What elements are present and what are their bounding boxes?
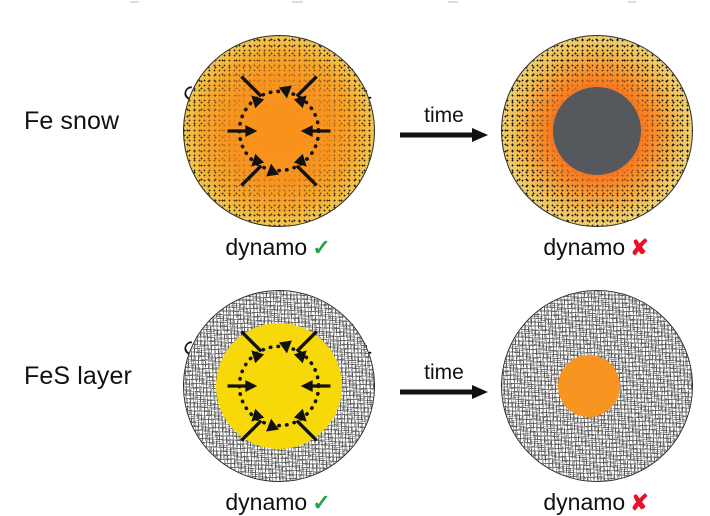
globe-body-fes-layer-late (501, 290, 693, 482)
small-orange-core (558, 355, 621, 417)
dynamo-check-icon: ✓ (312, 490, 331, 515)
loop-arrowhead-top (279, 85, 292, 99)
time-arrow-fe-snow: time (398, 104, 490, 142)
dynamo-cross-icon: ✘ (630, 490, 649, 515)
solid-inner-core (553, 87, 641, 175)
time-arrow-shaft (400, 128, 488, 142)
convection-flow-fe-snow-early (227, 75, 331, 187)
dynamo-caption-fe-snow-late: dynamo✘ (496, 234, 696, 261)
globe-fes-layer-late: dynamo✘ (496, 277, 696, 515)
inward-arrowheads (245, 95, 313, 167)
time-arrow-fes-layer: time (398, 361, 490, 399)
circulation-loop (237, 89, 321, 173)
stipple-texture (184, 36, 374, 226)
globe-fe-snow-early: Core-mantle boundary (178, 22, 378, 260)
dynamo-label: dynamo (543, 489, 626, 515)
globe-body-fe-snow-early (183, 35, 375, 227)
dynamo-label: dynamo (543, 234, 626, 260)
dynamo-label: dynamo (225, 234, 308, 260)
globe-fes-layer-early: Core-mantle boundary (178, 277, 378, 515)
globe-body-fe-snow-late (501, 35, 693, 227)
dynamo-caption-fes-layer-late: dynamo✘ (496, 489, 696, 516)
row-fes-layer: FeS layer Core-mantle boundary (0, 257, 710, 515)
dynamo-cross-icon: ✘ (630, 235, 649, 260)
liquid-core (216, 323, 342, 449)
row-fe-snow: Fe snow Core-mantle boundary (0, 0, 710, 260)
row-label-fes-layer: FeS layer (24, 362, 132, 390)
dynamo-check-icon: ✓ (312, 235, 331, 260)
globe-body-fes-layer-early (183, 290, 375, 482)
row-label-fe-snow: Fe snow (24, 107, 120, 135)
dynamo-label: dynamo (225, 489, 308, 515)
loop-arrowhead-bottom (266, 163, 279, 177)
time-arrow-shaft (400, 385, 488, 399)
time-arrow-label: time (424, 104, 464, 127)
globe-fe-snow-late: dynamo✘ (496, 22, 696, 260)
dynamo-caption-fes-layer-early: dynamo✓ (178, 489, 378, 516)
time-arrow-label: time (424, 361, 464, 384)
dynamo-caption-fe-snow-early: dynamo✓ (178, 234, 378, 261)
